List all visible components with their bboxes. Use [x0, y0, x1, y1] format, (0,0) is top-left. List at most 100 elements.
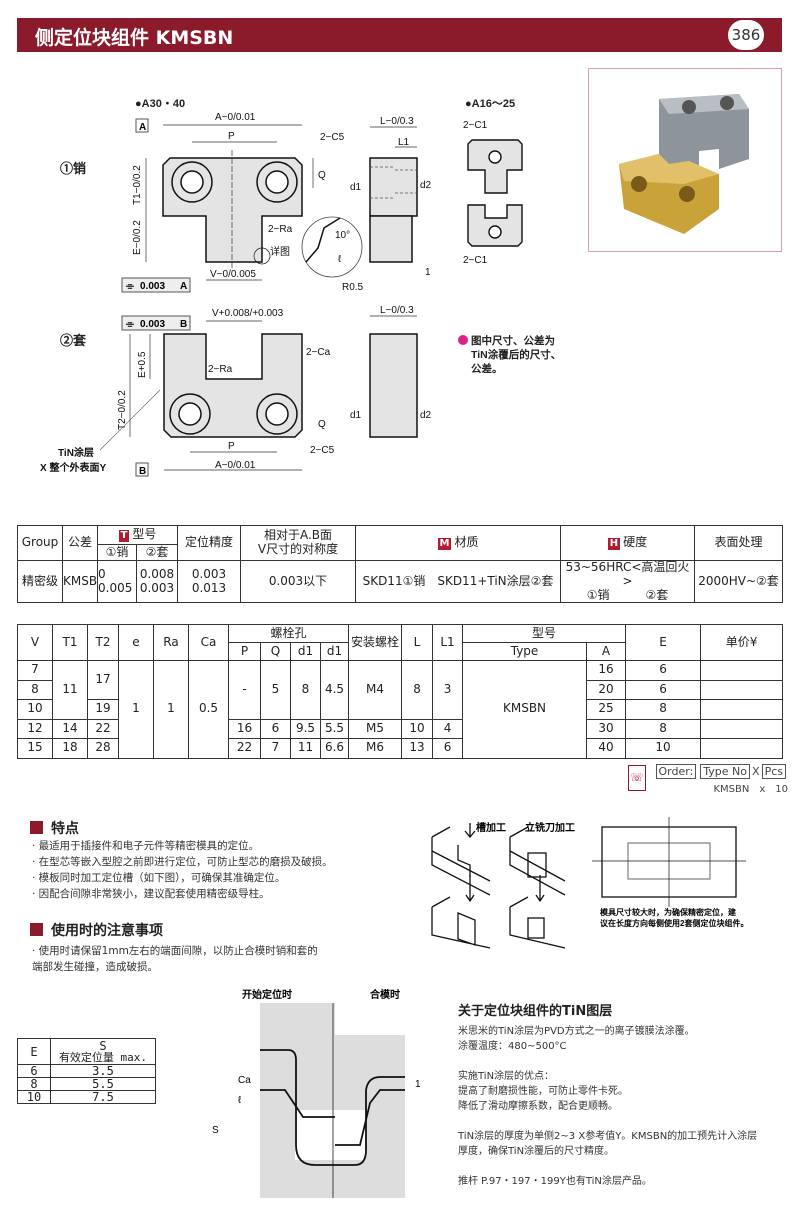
page-title: 侧定位块组件 KMSBN — [35, 27, 234, 49]
stroke-diagram: 开始定位时 合模时 Ca ℓS 1 — [212, 988, 421, 1198]
tin-text: 米思米的TiN涂层为PVD方式之一的离子镀膜法涂覆。涂覆温度：480~500°C… — [458, 1026, 758, 1187]
datum-a: A — [139, 122, 146, 133]
svg-text:TiN涂覆后的尺寸、: TiN涂覆后的尺寸、 — [471, 348, 561, 361]
pin-front-view — [162, 157, 303, 265]
dim-d1-pin: d1 — [350, 182, 362, 193]
svg-text:⌯: ⌯ — [125, 281, 135, 292]
dim-t2: T2−0/0.2 — [117, 390, 128, 430]
dimension-table: V T1 T2 e Ra Ca 螺栓孔 安装螺栓 L L1 型号 E 单价¥ P… — [17, 624, 784, 759]
groove-label: 槽加工 — [476, 821, 506, 834]
header-group: Group — [17, 525, 63, 561]
detail-circle — [301, 216, 363, 278]
type-badge: T — [118, 530, 130, 542]
tin-title: 关于定位块组件的TiN图层 — [458, 1004, 613, 1019]
dim-p: P — [228, 131, 235, 142]
svg-text:1: 1 — [415, 1079, 421, 1090]
dim-d2-sleeve: d2 — [420, 410, 432, 421]
small-variant-views — [467, 139, 523, 247]
header-tolerance: 公差 — [62, 525, 98, 561]
dim-q: Q — [318, 170, 326, 181]
svg-text:图中尺寸、公差为: 图中尺寸、公差为 — [471, 334, 555, 347]
header-accuracy: 定位精度 — [177, 525, 241, 561]
dim-10deg: 10° — [335, 230, 350, 241]
svg-text:公差。: 公差。 — [471, 362, 503, 375]
dim-p-sleeve: P — [228, 441, 235, 452]
dim-v-pin: V−0/0.005 — [210, 269, 256, 280]
stroke-closed-label: 合模时 — [369, 988, 400, 1001]
process-diagrams: 槽加工立铣刀加工 模具尺寸较大时，为确保精密定位，建议在长度方向每侧使用2套侧定… — [431, 817, 748, 949]
product-photo — [588, 68, 782, 252]
technical-drawing: ●A30・40 ●A16～25 ①销 ②套 A−0/0.01 P 2−C5 Q … — [40, 98, 561, 477]
header-sleeve: ②套 — [136, 544, 178, 561]
datum-b: B — [139, 466, 146, 477]
header-pin: ①销 — [97, 544, 137, 561]
sleeve-label: ②套 — [60, 333, 87, 348]
dim-d2-pin: d2 — [420, 180, 432, 191]
dim-r05: R0.5 — [342, 282, 364, 293]
dim-2c1-top: 2−C1 — [463, 120, 488, 131]
price-cell — [700, 660, 784, 681]
dim-detail: 详图 — [270, 245, 290, 258]
hardness-badge: H — [607, 538, 621, 550]
dim-l-pin: L−0/0.3 — [380, 116, 414, 127]
dim-a: A−0/0.01 — [215, 112, 256, 123]
detail-profile — [305, 217, 341, 263]
svg-text:Ca: Ca — [238, 1075, 251, 1086]
flatness-callout-a: ⌯ 0.003 A A — [121, 118, 191, 293]
price-cell — [700, 679, 784, 700]
sleeve-side-view — [369, 333, 418, 438]
dim-l1: L1 — [398, 137, 410, 148]
flatness-callout-b: ⌯ 0.003 B B — [121, 315, 191, 477]
svg-text:ℓ: ℓ — [238, 1095, 242, 1106]
price-cell — [700, 718, 784, 739]
svg-text:0.003: 0.003 — [140, 319, 165, 330]
dim-q-sleeve: Q — [318, 419, 326, 430]
features-title: 特点 — [30, 818, 79, 838]
cautions-text: · 使用时请保留1mm左右的端面间隙，以防止合模时销和套的端部发生碰撞，造成破损… — [32, 945, 318, 973]
dim-l: ℓ — [338, 254, 342, 265]
dim-2ra: 2−Ra — [268, 224, 293, 235]
list-item: · 因配合间隙非常狭小，建议配套使用精密级导柱。 — [32, 888, 270, 900]
page-number: 386 — [727, 19, 765, 51]
dim-2c1-bottom: 2−C1 — [463, 255, 488, 266]
coating-note: 图中尺寸、公差为 TiN涂覆后的尺寸、 公差。 — [458, 334, 561, 375]
variant-small-label: ●A16～25 — [465, 98, 515, 110]
page-header: 侧定位块组件 KMSBN — [17, 18, 782, 52]
svg-text:S: S — [212, 1125, 219, 1136]
dim-2c5-sleeve: 2−C5 — [310, 445, 335, 456]
tin-coating-label: TiN涂层 — [58, 446, 94, 459]
price-cell — [700, 738, 784, 759]
svg-text:B: B — [180, 319, 187, 330]
sleeve-front-view — [163, 333, 303, 438]
list-item: · 模板同时加工定位槽（如下图），可确保其准确定位。 — [32, 872, 286, 884]
dim-1: 1 — [425, 267, 431, 278]
dim-e: E−0/0.2 — [132, 220, 143, 255]
pin-side-view — [369, 157, 418, 263]
dim-a-sleeve: A−0/0.01 — [215, 460, 256, 471]
endmill-label: 立铣刀加工 — [525, 821, 575, 834]
cautions-title: 使用时的注意事项 — [30, 920, 163, 940]
svg-text:A: A — [180, 281, 187, 292]
dim-d1-sleeve: d1 — [350, 410, 362, 421]
list-item: · 在型芯等嵌入型腔之前即进行定位，可防止型芯的磨损及破损。 — [32, 856, 333, 868]
note-icon — [458, 335, 468, 345]
dim-v-sleeve: V+0.008/+0.003 — [212, 308, 284, 319]
dim-2ra-sleeve: 2−Ra — [208, 364, 233, 375]
type-cell: KMSBN — [462, 660, 588, 759]
svg-text:0.003: 0.003 — [140, 281, 165, 292]
stroke-start-label: 开始定位时 — [242, 988, 292, 1001]
phone-icon[interactable]: ☏ — [628, 765, 646, 791]
features-list: · 最适用于插接件和电子元件等精密模具的定位。· 在型芯等嵌入型腔之前即进行定位… — [32, 838, 333, 902]
pin-label: ①销 — [60, 161, 86, 176]
